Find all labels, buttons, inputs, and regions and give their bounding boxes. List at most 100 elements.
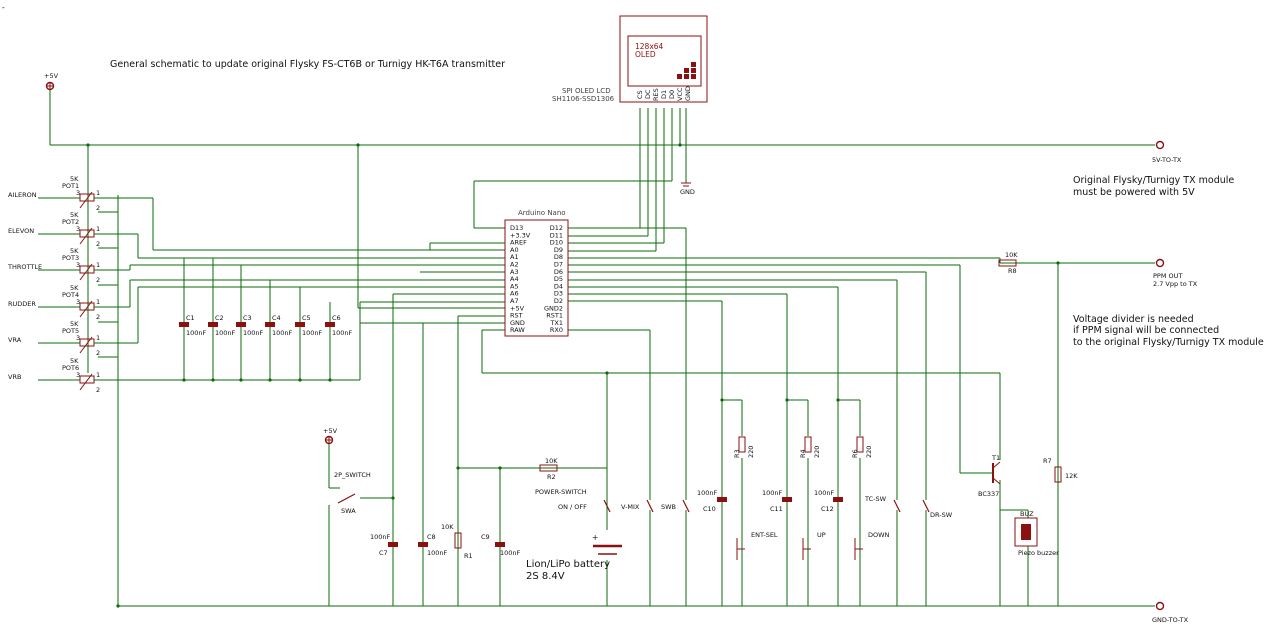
wiring	[49, 90, 1155, 607]
pot-pin-number: 1	[96, 189, 100, 197]
resistor-r1: 10K R1	[441, 523, 473, 560]
r2-value: 10K	[545, 457, 558, 465]
resistor-r7: R7 12K	[1043, 457, 1078, 483]
capacitor-c7: 100nF C7	[370, 533, 398, 557]
resistor-r3: R3 220	[733, 436, 755, 458]
r1-value: 10K	[441, 523, 454, 531]
r1-name: R1	[464, 552, 473, 560]
pot-value: 5K	[70, 284, 79, 292]
nano-right-pin: D6	[554, 268, 563, 276]
schematic-title: General schematic to update original Fly…	[110, 59, 505, 70]
nano-left-pin: A4	[510, 275, 519, 283]
svg-text:-: -	[2, 3, 5, 12]
capacitor-name: C4	[272, 314, 281, 322]
c8-name: C8	[427, 533, 436, 541]
up-label: UP	[817, 531, 826, 539]
gnd-oled-label: GND	[680, 188, 695, 196]
battery: + Lion/LiPo battery 2S 8.4V	[526, 533, 622, 582]
button-ent-sel: ENT-SEL	[736, 531, 778, 560]
junction-dots	[86, 143, 1060, 608]
ppm-out-label: PPM OUT	[1153, 272, 1182, 280]
c8-value: 100nF	[427, 549, 448, 557]
resistor-r2: 10K R2	[539, 457, 558, 481]
nano-right-pin: D3	[554, 290, 563, 298]
buzzer-label: Piezo buzzer	[1018, 549, 1059, 557]
capacitor-value: 100nF	[186, 329, 207, 337]
r3-name: R3	[733, 449, 741, 458]
capacitor-c11: 100nF C11	[762, 489, 792, 513]
nano-right-pin: D8	[554, 253, 563, 261]
terminal-5v-to-tx: 5V-TO-TX	[1152, 140, 1182, 164]
capacitor-value: 100nF	[272, 329, 293, 337]
r4-name: R4	[799, 449, 807, 458]
pot-wiper-arrow	[79, 227, 93, 245]
nano-left-pin: +5V	[510, 304, 525, 312]
nano-left-pin: RST	[510, 312, 523, 320]
pot-pin-number: 1	[96, 334, 100, 342]
v-mix-label: V-MIX	[621, 503, 640, 511]
transistor-t1: T1 BC337	[978, 454, 1001, 498]
pot-wiper-arrow	[79, 191, 93, 209]
resistor-r8: 10K R8	[998, 251, 1018, 275]
terminal-5v-label: 5V-TO-TX	[1152, 156, 1182, 164]
pot-pin-number: 3	[76, 371, 80, 379]
oled-pin-labels: CS DC RES D1 D0 VCC GND	[636, 86, 692, 101]
oled-pin-vcc: VCC	[676, 87, 684, 101]
nano-left-pin: D13	[510, 224, 523, 232]
pot-body	[79, 229, 95, 238]
nano-left-pin: GND	[510, 319, 525, 327]
r6-value: 220	[865, 446, 873, 458]
pot-pin-number: 3	[76, 334, 80, 342]
terminal-gnd-to-tx: GND-TO-TX	[1152, 601, 1189, 624]
capacitor-body	[295, 322, 305, 327]
nano-right-pin: D9	[554, 246, 563, 254]
capacitor-name: C5	[302, 314, 311, 322]
arduino-nano: Arduino Nano D13+3.3VAREFA0A1A2A3A4A5A6A…	[504, 209, 569, 337]
pot-body	[79, 302, 95, 311]
oled-pin-d0: D0	[668, 90, 676, 99]
switch-2p-label: 2P_SWITCH	[334, 471, 371, 479]
capacitor-c9: C9 100nF	[481, 533, 521, 557]
pot-value: 5K	[70, 320, 79, 328]
r7-name: R7	[1043, 457, 1052, 465]
pot-channel-label: THROTTLE	[7, 263, 42, 271]
c10-name: C10	[703, 505, 716, 513]
swb-label: SWB	[661, 503, 676, 511]
on-off-label: ON / OFF	[558, 503, 587, 511]
nano-right-pin: D5	[554, 275, 563, 283]
ent-sel-label: ENT-SEL	[751, 531, 778, 539]
divider-note-line-1: Voltage divider is needed	[1073, 314, 1194, 325]
resistor-r6: R6 220	[851, 436, 873, 458]
c10-value: 100nF	[697, 489, 718, 497]
pot-pin-number: 1	[96, 298, 100, 306]
nano-left-pin: A7	[510, 297, 519, 305]
r7-value: 12K	[1065, 472, 1078, 480]
nano-left-pin: AREF	[510, 239, 527, 247]
vcc-switch-label: +5V	[323, 427, 338, 435]
oled-screen-line-1: 128x64	[635, 42, 664, 51]
capacitor-value: 100nF	[302, 329, 323, 337]
nano-right-pin: GND2	[544, 304, 563, 312]
piezo-buzzer: BUZ Piezo buzzer	[1014, 510, 1059, 557]
capacitor-name: C6	[332, 314, 341, 322]
pot-body	[79, 193, 95, 202]
pot-name: POT6	[62, 364, 79, 372]
pot-channel-label: RUDDER	[8, 300, 36, 308]
nano-left-pin: A3	[510, 268, 519, 276]
oled-pin-gnd: GND	[684, 86, 692, 101]
capacitor-body	[236, 322, 246, 327]
pot-name: POT2	[62, 218, 79, 226]
nano-right-pin: RST1	[546, 312, 563, 320]
pot-pin-number: 2	[96, 349, 100, 357]
capacitor-name: C2	[215, 314, 224, 322]
pot-pin-number: 3	[76, 298, 80, 306]
nano-right-pin: D10	[550, 239, 563, 247]
vcc-top-label: +5V	[44, 72, 59, 80]
